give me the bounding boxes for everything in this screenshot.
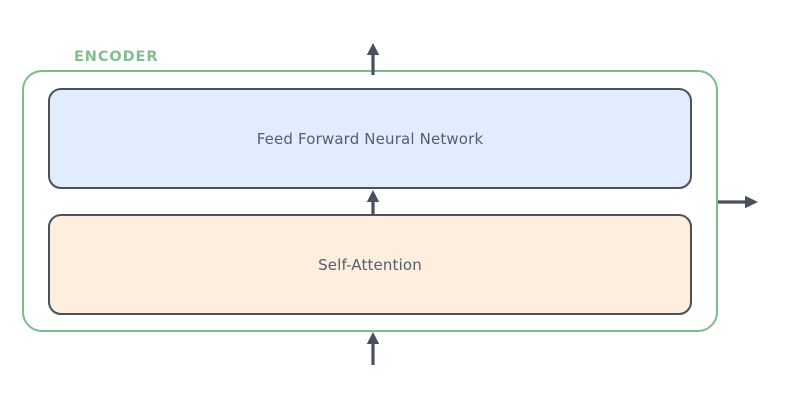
encoder-label: ENCODER xyxy=(74,49,159,65)
between-layers-arrow-up xyxy=(363,189,383,215)
encoder-container xyxy=(22,70,718,332)
feed-forward-label: Feed Forward Neural Network xyxy=(256,129,484,148)
feed-forward-layer: Feed Forward Neural Network xyxy=(48,88,692,189)
self-attention-layer: Self-Attention xyxy=(48,214,692,315)
input-arrow-up xyxy=(363,331,383,366)
output-arrow-up xyxy=(363,42,383,76)
self-attention-label: Self-Attention xyxy=(318,255,422,274)
side-output-arrow-right xyxy=(717,192,761,212)
